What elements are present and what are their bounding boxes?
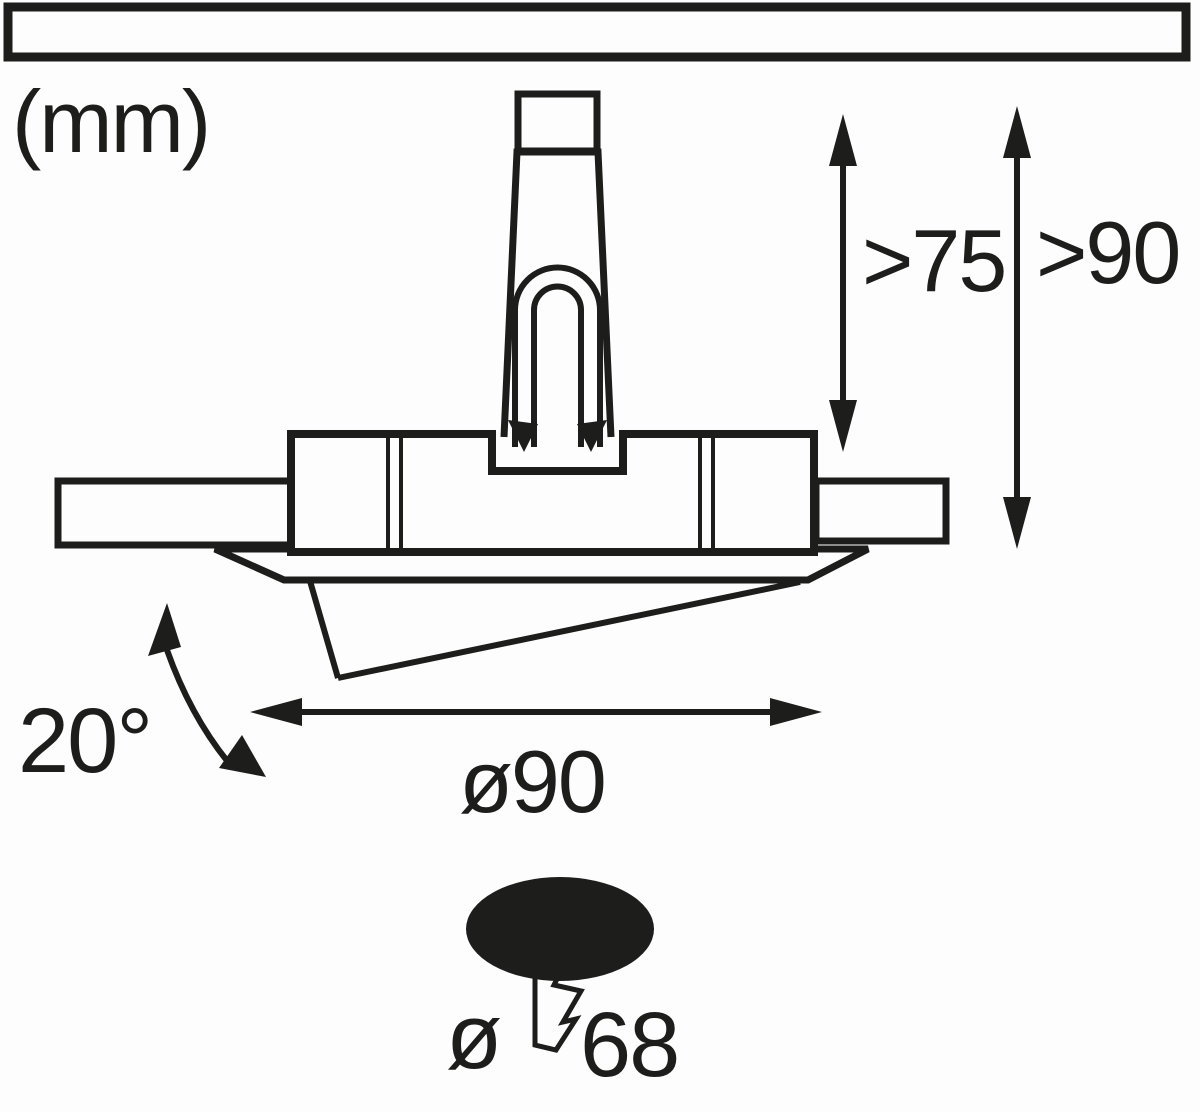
cutout-diameter-symbol: ø xyxy=(446,986,501,1088)
ceiling-panel xyxy=(3,2,1191,62)
tilt-angle-dimension: 20° xyxy=(18,603,266,792)
arrow-up-icon xyxy=(148,603,181,656)
diameter-label: ø90 xyxy=(459,732,605,831)
arrow-up-icon xyxy=(829,114,857,166)
cable-connector-cap xyxy=(514,90,601,155)
cutout-symbol: ø 68 xyxy=(446,877,680,1096)
cable-end-tip-right xyxy=(577,420,607,452)
arrow-right-icon xyxy=(770,698,822,726)
installation-depth-dimension: >90 xyxy=(1003,106,1181,549)
arrow-up-icon xyxy=(1003,106,1031,158)
units-label: (mm) xyxy=(12,72,209,171)
cutout-diameter-label: 68 xyxy=(580,994,678,1096)
cutout-hole-ellipse xyxy=(466,877,654,981)
swivel-spot-tilted-edge xyxy=(337,579,801,681)
cable-loop-outer xyxy=(512,264,603,447)
tilt-angle-label: 20° xyxy=(18,690,151,792)
fixture-housing xyxy=(287,430,818,556)
arrow-down-right-icon xyxy=(219,735,266,777)
swivel-spot-left-edge xyxy=(307,580,341,679)
arrow-down-icon xyxy=(1003,497,1031,549)
ceiling-cutaway-right xyxy=(812,477,950,545)
cable-end-tip-left xyxy=(508,420,538,452)
arrow-left-icon xyxy=(250,698,302,726)
ceiling-cutaway-left xyxy=(54,477,295,549)
diameter-dimension: ø90 xyxy=(250,698,822,831)
recess-depth-label: >75 xyxy=(862,211,1005,310)
recess-depth-dimension: >75 xyxy=(829,114,1007,452)
lightning-bolt-icon xyxy=(532,891,585,1053)
arrow-down-icon xyxy=(829,400,857,452)
curved-double-arrow-icon xyxy=(164,648,231,764)
cable-loop-inner xyxy=(531,283,584,447)
installation-depth-label: >90 xyxy=(1036,203,1179,302)
